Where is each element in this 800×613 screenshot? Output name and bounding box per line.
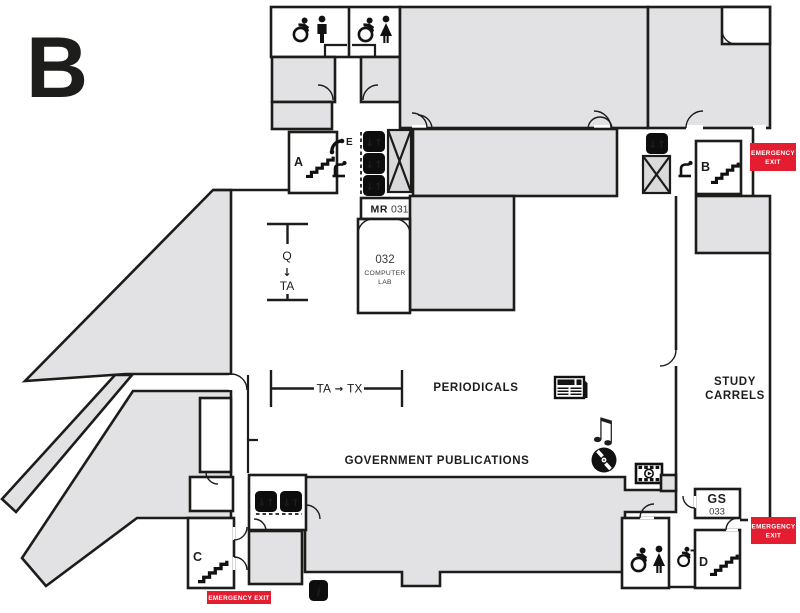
r032-name2: LAB	[378, 279, 392, 286]
floor-letter: B	[26, 20, 88, 116]
svg-text:EMERGENCY EXIT: EMERGENCY EXIT	[208, 595, 269, 602]
r032-name1: COMPUTER	[364, 270, 405, 277]
periodicals-label: PERIODICALS	[433, 382, 518, 394]
emergency-exit-badge-right-top: EMERGENCY EXIT	[750, 143, 796, 171]
drinking-fountain-icon	[677, 159, 694, 178]
corridor-strip	[659, 473, 678, 493]
study-carrels-label-1: STUDY	[714, 376, 756, 388]
music-icon: ♫	[588, 411, 618, 451]
svg-text:Q: Q	[282, 249, 291, 263]
room	[270, 100, 334, 131]
room	[359, 55, 402, 104]
svg-text:↓: ↓	[282, 266, 291, 279]
stair-b-label: B	[701, 160, 710, 174]
freight-elevator	[641, 154, 672, 195]
mr031-prefix: MR	[370, 204, 388, 216]
svg-text:TA: TA	[317, 382, 331, 396]
government-publications-label: GOVERNMENT PUBLICATIONS	[345, 455, 530, 467]
elevator-bank	[363, 131, 385, 196]
shelf-marker-q-ta: Q ↓ TA	[267, 222, 308, 302]
stair-c-label: C	[193, 550, 202, 564]
svg-text:i: i	[317, 585, 321, 600]
elevator-icon	[280, 491, 302, 512]
freight-elevator	[386, 128, 413, 194]
elevator-icon	[255, 491, 277, 512]
study-carrels-label-2: CARRELS	[705, 390, 765, 402]
shelf-marker-ta-tx: TA → TX	[269, 370, 404, 407]
stair-b: B	[694, 139, 743, 196]
newspaper-icon	[553, 375, 589, 400]
svg-text:→: →	[335, 384, 343, 395]
room-mr031: MR 031	[359, 196, 413, 221]
room	[694, 194, 772, 255]
info-icon: i	[309, 580, 328, 601]
phone-e-label: E	[346, 137, 353, 148]
film-icon	[634, 462, 664, 485]
svg-text:EXIT: EXIT	[766, 533, 781, 540]
elevator-icon	[646, 133, 668, 154]
room	[411, 127, 619, 198]
svg-text:TA: TA	[280, 279, 294, 293]
elevator-icon	[363, 153, 385, 174]
top-right-rooms	[398, 5, 772, 131]
bottom-restroom	[620, 503, 671, 590]
stair-a: A	[287, 130, 339, 195]
top-restrooms	[269, 5, 402, 131]
svg-text:TX: TX	[347, 382, 362, 396]
gs033-number: 033	[709, 507, 725, 518]
emergency-exit-badge-bottom: EMERGENCY EXIT	[207, 591, 271, 604]
stair-a-label: A	[294, 155, 303, 169]
svg-text:EXIT: EXIT	[765, 159, 780, 166]
small-room	[198, 396, 233, 474]
diagonal-corridor	[0, 373, 135, 514]
accessible-fountain-icon	[676, 545, 696, 568]
room	[408, 194, 516, 312]
small-room	[720, 5, 772, 46]
emergency-exit-badge-right-bottom: EMERGENCY EXIT	[751, 517, 796, 544]
stacks-block	[303, 475, 678, 588]
room-gs-033: GS 033	[682, 487, 742, 520]
room-032-computer-lab: 032 COMPUTER LAB	[356, 217, 412, 315]
room	[270, 55, 337, 104]
elevator-icon	[363, 175, 385, 196]
gs033-prefix: GS	[707, 492, 726, 506]
mr031-number: 031	[391, 204, 409, 216]
stair-c: C	[186, 516, 248, 590]
elevator-icon	[363, 131, 385, 152]
svg-text:EMERGENCY: EMERGENCY	[752, 524, 796, 531]
room	[247, 529, 304, 586]
room	[398, 5, 650, 130]
r032-number: 032	[375, 254, 394, 266]
disc-icon	[589, 445, 619, 475]
stair-d-label: D	[699, 555, 708, 569]
svg-text:EMERGENCY: EMERGENCY	[751, 150, 795, 157]
left-wing	[0, 188, 290, 588]
emergency-phone-icon: E	[329, 137, 353, 155]
stair-d: D	[693, 517, 742, 590]
